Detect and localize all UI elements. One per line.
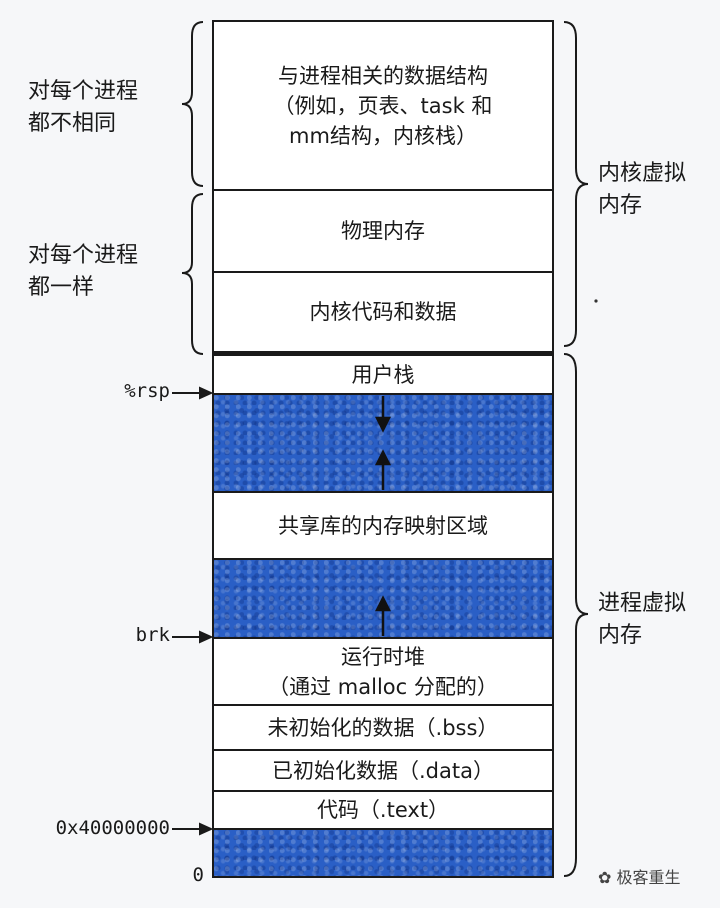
brace-right-process bbox=[563, 353, 589, 877]
segment-text: 未初始化的数据（.bss） bbox=[267, 715, 499, 740]
runtime-heap: 运行时堆 （通过 malloc 分配的） bbox=[212, 637, 554, 706]
watermark-text: 极客重生 bbox=[616, 868, 681, 887]
segment-text: （通过 malloc 分配的） bbox=[268, 674, 498, 699]
segment-text: （例如，页表、task 和 bbox=[273, 93, 493, 118]
segment-text: 物理内存 bbox=[341, 219, 425, 243]
arrow-base-address bbox=[172, 822, 214, 836]
segment-text: 与进程相关的数据结构 bbox=[278, 63, 488, 88]
heap-grows-up-arrow bbox=[374, 449, 392, 490]
label-per-process-same: 对每个进程 都一样 bbox=[28, 240, 138, 304]
mmap-grows-up-arrow bbox=[374, 595, 392, 636]
segment-text: 代码（.text） bbox=[316, 798, 450, 822]
label-line: 内存 bbox=[598, 623, 643, 648]
label-kernel-virtual-memory: 内核虚拟 内存 bbox=[598, 158, 686, 222]
stray-dot bbox=[594, 299, 598, 303]
marker-zero: 0 bbox=[192, 864, 204, 886]
label-line: 内核虚拟 bbox=[598, 161, 687, 186]
segment-text: 内核代码和数据 bbox=[309, 300, 457, 324]
label-per-process-different: 对每个进程 都不相同 bbox=[28, 76, 138, 140]
reserved-low-region bbox=[212, 828, 554, 878]
arrow-rsp bbox=[172, 386, 214, 400]
label-line: 对每个进程 bbox=[28, 243, 139, 268]
kernel-physical-memory: 物理内存 bbox=[212, 189, 554, 273]
wechat-icon: ✿ bbox=[598, 868, 612, 887]
marker-base-address: 0x40000000 bbox=[55, 817, 170, 839]
brace-left-per-process-different bbox=[181, 21, 204, 187]
arrow-brk bbox=[172, 630, 214, 644]
label-line: 内存 bbox=[598, 193, 643, 218]
label-line: 进程虚拟 bbox=[598, 591, 687, 616]
user-stack: 用户栈 bbox=[212, 351, 554, 395]
stack-grows-down-arrow bbox=[374, 396, 392, 433]
label-line: 对每个进程 bbox=[28, 79, 139, 104]
label-line: 都不相同 bbox=[28, 111, 117, 136]
segment-text: 运行时堆 bbox=[341, 644, 425, 669]
brace-left-per-process-same bbox=[181, 193, 204, 355]
marker-brk: brk bbox=[135, 624, 170, 646]
segment-text: mm结构，内核栈） bbox=[289, 123, 477, 148]
label-line: 都一样 bbox=[28, 275, 95, 300]
marker-rsp: %rsp bbox=[124, 380, 170, 402]
segment-text: 用户栈 bbox=[351, 362, 415, 387]
label-process-virtual-memory: 进程虚拟 内存 bbox=[598, 588, 686, 652]
watermark: ✿ 极客重生 bbox=[598, 864, 681, 888]
brace-right-kernel bbox=[563, 21, 589, 347]
kernel-process-data-structures: 与进程相关的数据结构 （例如，页表、task 和 mm结构，内核栈） bbox=[212, 20, 554, 191]
segment-text: 已初始化数据（.data） bbox=[272, 758, 494, 783]
segment-text: 共享库的内存映射区域 bbox=[278, 513, 488, 538]
shared-libraries-region: 共享库的内存映射区域 bbox=[212, 491, 554, 560]
